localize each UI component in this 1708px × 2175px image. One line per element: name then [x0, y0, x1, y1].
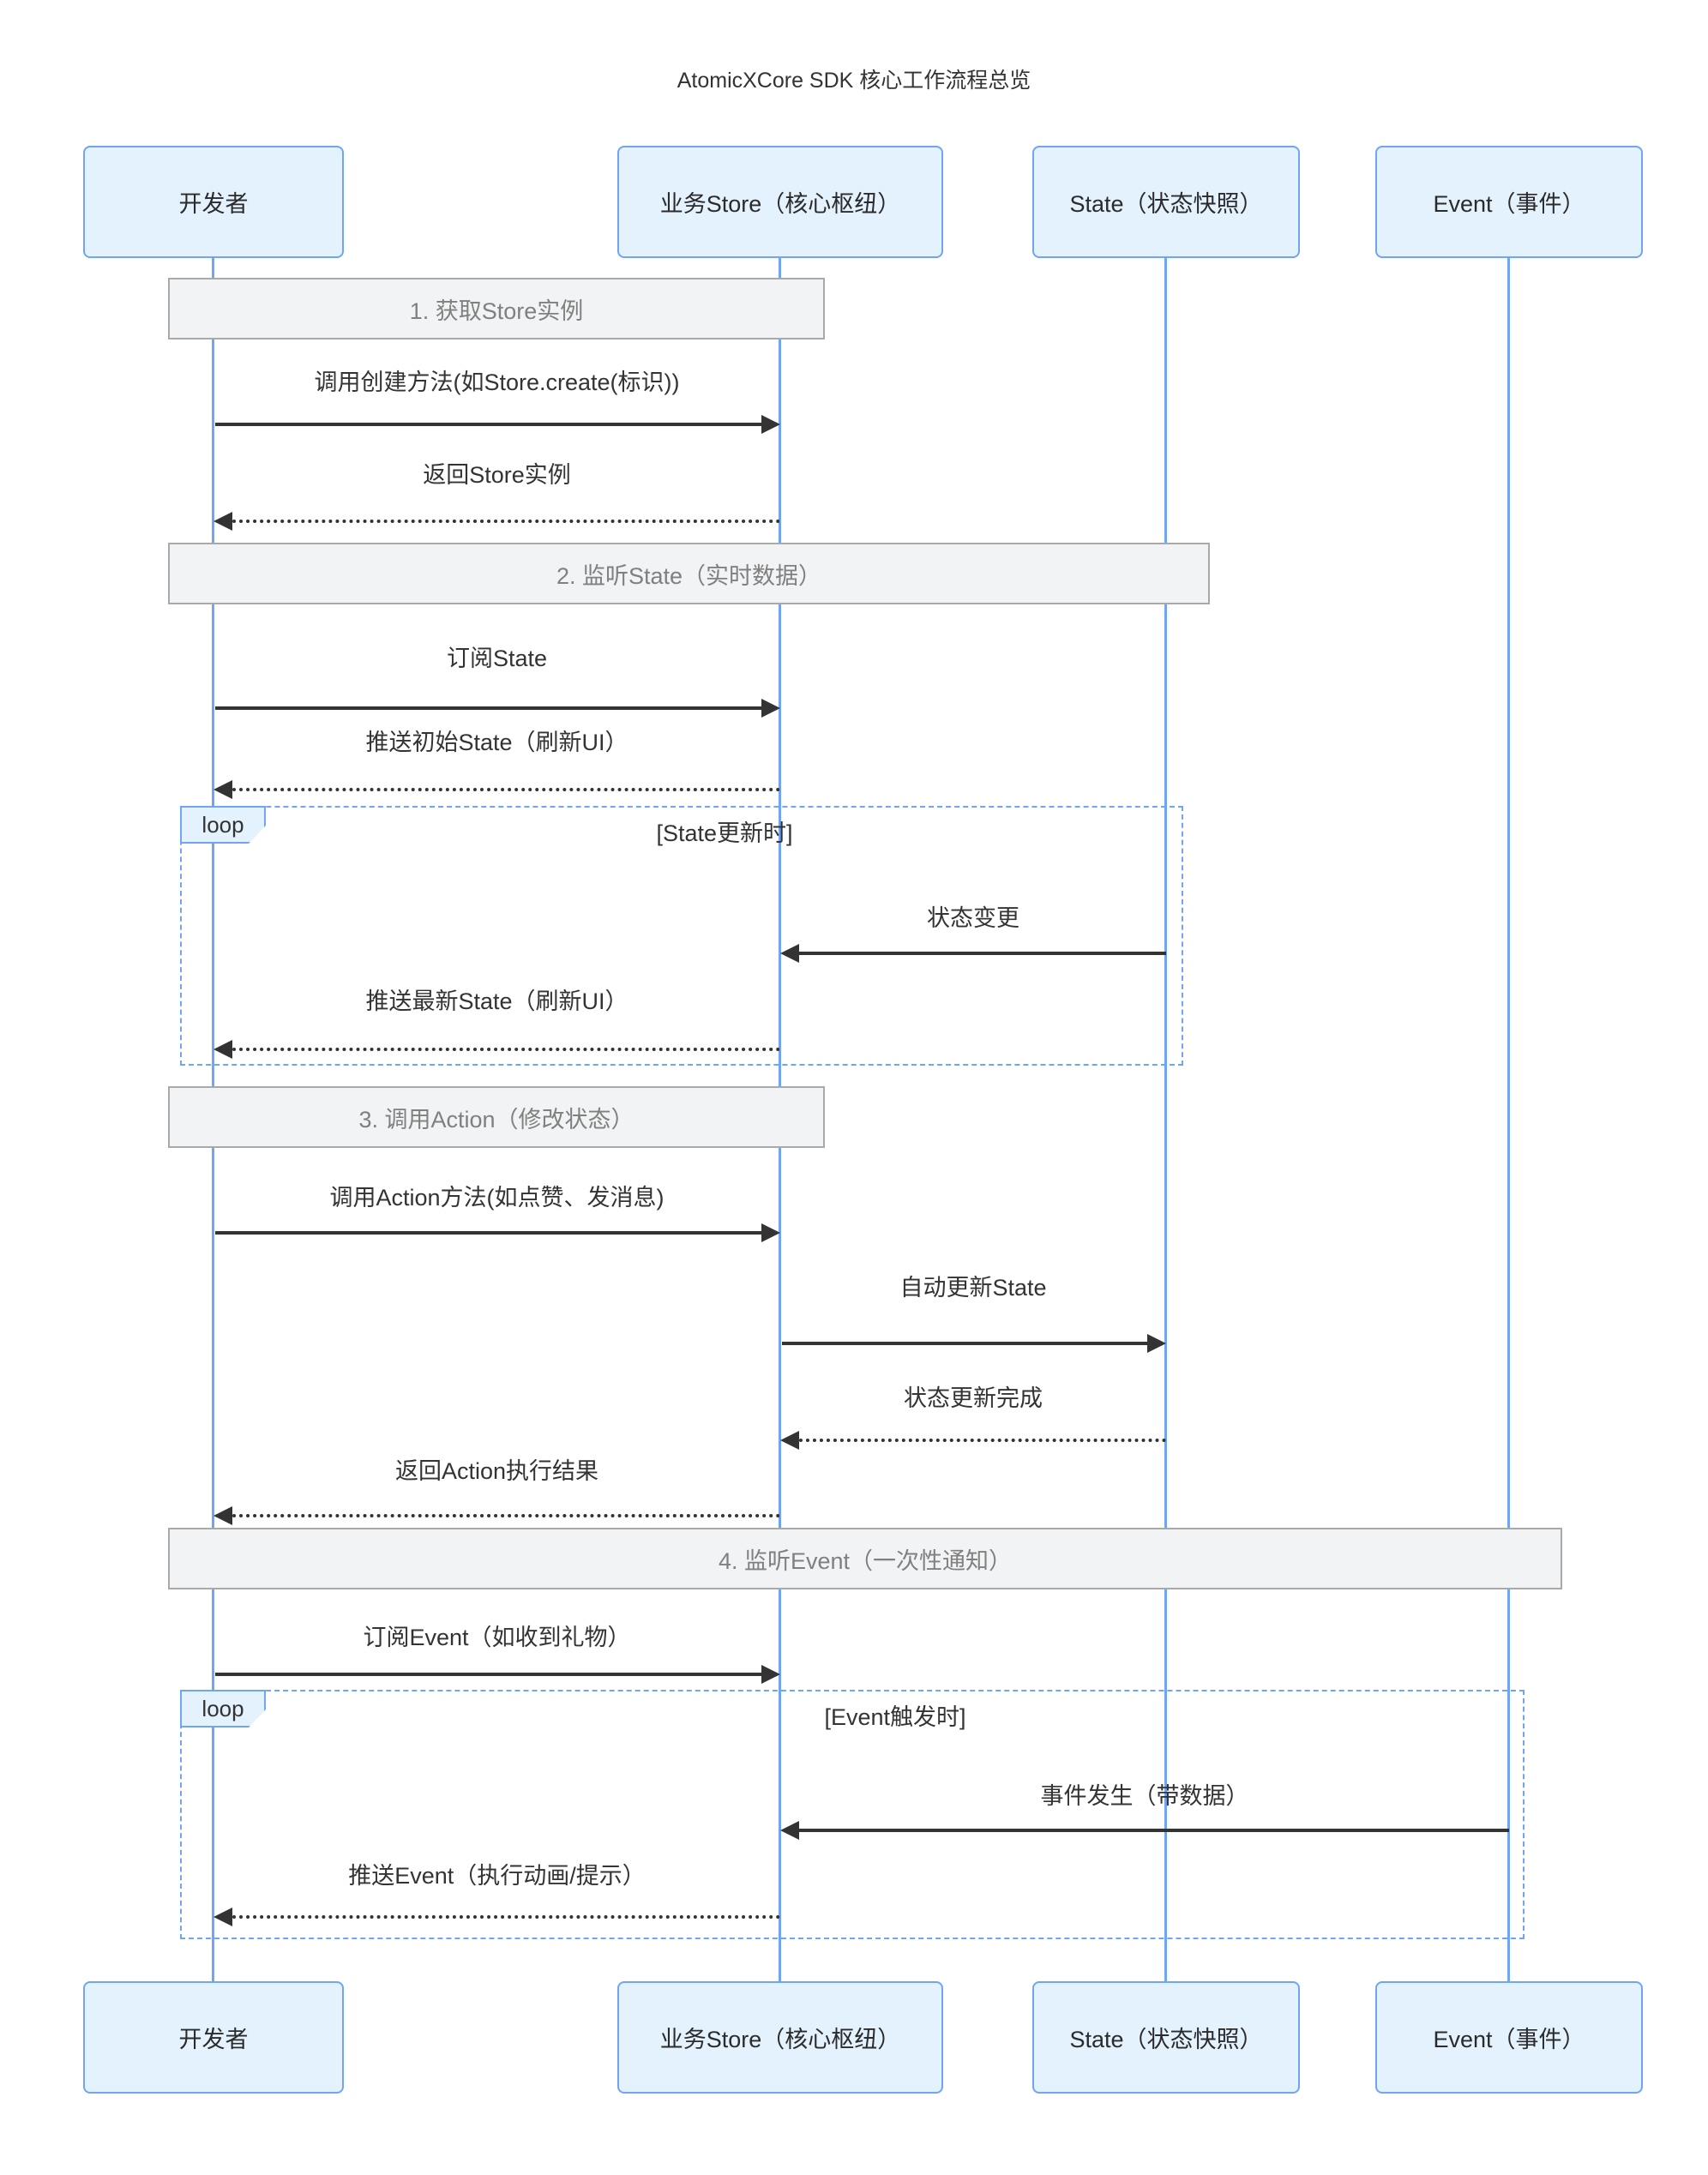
arrowhead-icon — [214, 1040, 232, 1059]
message-arrow — [232, 788, 780, 791]
message-label: 返回Store实例 — [423, 462, 571, 488]
actor-bottom-developer: 开发者 — [83, 1981, 344, 2094]
diagram-title: AtomicXCore SDK 核心工作流程总览 — [677, 69, 1031, 93]
loop-condition: [Event触发时] — [824, 1704, 966, 1730]
arrowhead-icon — [214, 1506, 232, 1525]
message-label: 状态更新完成 — [904, 1385, 1043, 1411]
message-label: 订阅Event（如收到礼物） — [363, 1625, 631, 1650]
actor-top-store: 业务Store（核心枢纽） — [617, 146, 943, 258]
message-label: 推送Event（执行动画/提示） — [348, 1863, 646, 1889]
arrowhead-icon — [780, 944, 799, 963]
arrowhead-icon — [214, 1908, 232, 1926]
message-label: 推送最新State（刷新UI） — [365, 988, 628, 1014]
lifeline-state — [1164, 257, 1167, 1981]
message-label: 自动更新State — [899, 1275, 1047, 1301]
loop-box-state-update — [180, 806, 1183, 1066]
message-label: 调用创建方法(如Store.create(标识)) — [314, 370, 680, 395]
actor-top-event: Event（事件） — [1375, 146, 1643, 258]
arrowhead-icon — [761, 1223, 780, 1242]
arrowhead-icon — [780, 1431, 799, 1450]
message-arrow — [215, 706, 761, 710]
section-header-3: 3. 调用Action（修改状态） — [168, 1086, 825, 1148]
message-arrow — [215, 1673, 761, 1676]
lifeline-event — [1507, 257, 1510, 1981]
message-arrow — [799, 1439, 1166, 1442]
message-arrow — [232, 1048, 780, 1051]
message-label: 调用Action方法(如点赞、发消息) — [329, 1185, 665, 1211]
arrowhead-icon — [761, 1665, 780, 1684]
loop-label: loop — [180, 806, 266, 844]
message-label: 状态变更 — [927, 905, 1019, 931]
actor-top-state: State（状态快照） — [1032, 146, 1300, 258]
loop-label: loop — [180, 1690, 266, 1727]
message-label: 推送初始State（刷新UI） — [365, 730, 628, 755]
message-arrow — [799, 952, 1166, 955]
message-arrow — [232, 520, 780, 523]
arrowhead-icon — [1147, 1334, 1166, 1353]
message-label: 返回Action执行结果 — [394, 1458, 599, 1484]
message-arrow — [782, 1342, 1147, 1345]
arrowhead-icon — [214, 512, 232, 531]
message-arrow — [232, 1514, 780, 1517]
section-header-4: 4. 监听Event（一次性通知） — [168, 1528, 1562, 1589]
arrowhead-icon — [780, 1821, 799, 1840]
message-arrow — [232, 1915, 780, 1919]
message-label: 事件发生（带数据） — [1040, 1783, 1249, 1809]
actor-bottom-store: 业务Store（核心枢纽） — [617, 1981, 943, 2094]
message-arrow — [799, 1829, 1509, 1832]
actor-bottom-event: Event（事件） — [1375, 1981, 1643, 2094]
actor-bottom-state: State（状态快照） — [1032, 1981, 1300, 2094]
message-arrow — [215, 423, 761, 426]
arrowhead-icon — [761, 699, 780, 718]
loop-condition: [State更新时] — [656, 820, 793, 846]
message-label: 订阅State — [446, 646, 548, 671]
section-header-1: 1. 获取Store实例 — [168, 278, 825, 339]
loop-box-event-trigger — [180, 1690, 1525, 1939]
message-arrow — [215, 1231, 761, 1235]
arrowhead-icon — [761, 415, 780, 434]
arrowhead-icon — [214, 780, 232, 799]
actor-top-developer: 开发者 — [83, 146, 344, 258]
section-header-2: 2. 监听State（实时数据） — [168, 543, 1210, 604]
